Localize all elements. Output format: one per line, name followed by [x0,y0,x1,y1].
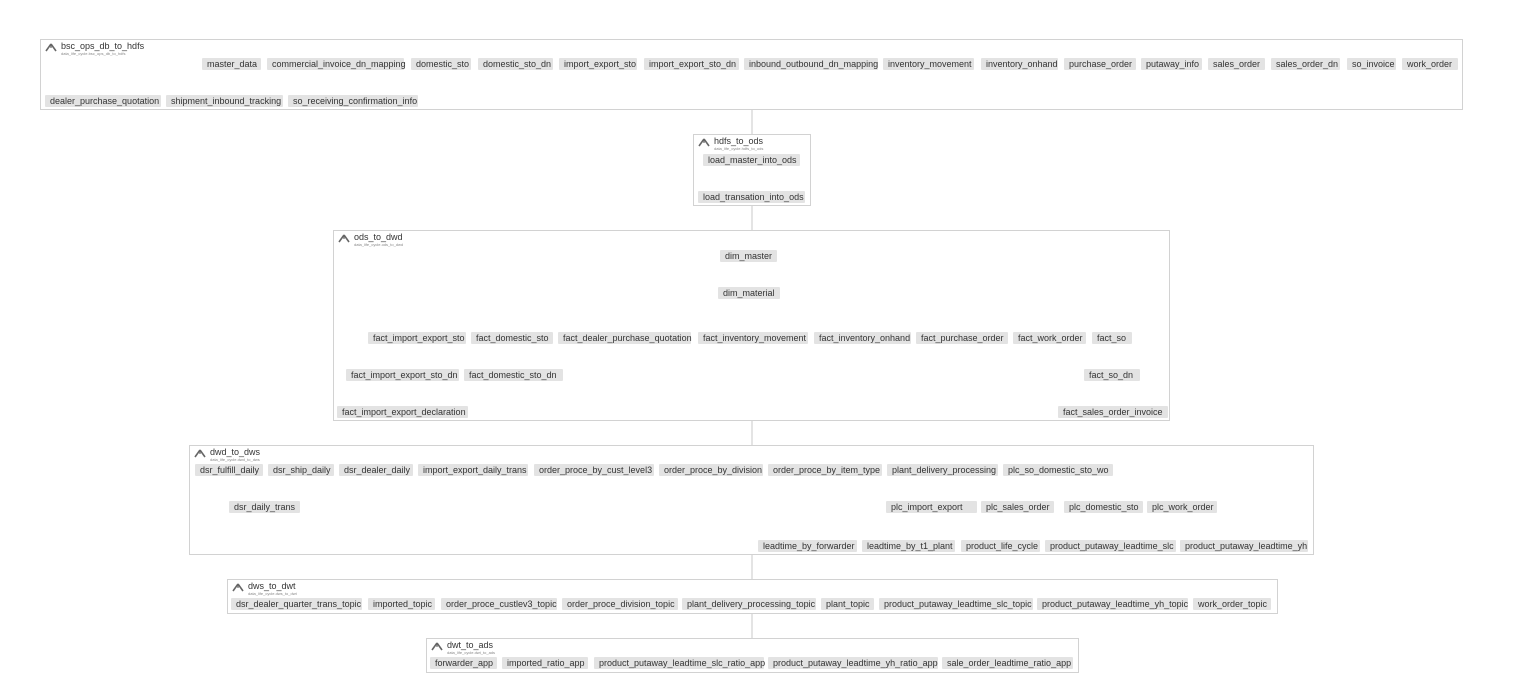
task-node-load-transation-into-ods[interactable]: load_transation_into_ods [698,191,805,203]
task-node-work-order[interactable]: work_order [1402,58,1458,70]
task-node-purchase-order[interactable]: purchase_order [1064,58,1136,70]
task-node-fact-domestic-sto[interactable]: fact_domestic_sto [471,332,553,344]
task-node-order-proce-by-cust-level3[interactable]: order_proce_by_cust_level3 [534,464,654,476]
task-node-fact-so[interactable]: fact_so [1092,332,1132,344]
task-node-plc-work-order[interactable]: plc_work_order [1147,501,1217,513]
task-node-putaway-info[interactable]: putaway_info [1141,58,1202,70]
group-subtitle: data_life_cycle.dws_to_dwt [248,591,297,596]
task-node-product-putaway-leadtime-slc-topic[interactable]: product_putaway_leadtime_slc_topic [879,598,1033,610]
task-node-fact-purchase-order[interactable]: fact_purchase_order [916,332,1008,344]
group-subtitle: data_life_cycle.hdfs_to_ods [714,146,764,151]
task-node-domestic-sto[interactable]: domestic_sto [411,58,471,70]
dag-icon [194,449,206,458]
task-node-forwarder-app[interactable]: forwarder_app [430,657,497,669]
task-node-import-export-daily-trans[interactable]: import_export_daily_trans [418,464,528,476]
task-node-shipment-inbound-tracking[interactable]: shipment_inbound_tracking [166,95,283,107]
task-node-dealer-purchase-quotation[interactable]: dealer_purchase_quotation [45,95,161,107]
task-node-import-export-sto[interactable]: import_export_sto [559,58,637,70]
task-node-plant-delivery-processing-topic[interactable]: plant_delivery_processing_topic [682,598,816,610]
task-node-plant-delivery-processing[interactable]: plant_delivery_processing [887,464,998,476]
task-node-product-putaway-leadtime-yh-topic[interactable]: product_putaway_leadtime_yh_topic [1037,598,1188,610]
task-node-dsr-dealer-quarter-trans-topic[interactable]: dsr_dealer_quarter_trans_topic [231,598,362,610]
group-subtitle: data_life_cycle.bsc_ops_db_to_hdfs [61,51,126,56]
task-node-commercial-invoice-dn-mapping[interactable]: commercial_invoice_dn_mapping [267,58,406,70]
dag-icon [232,583,244,592]
task-node-inventory-onhand[interactable]: inventory_onhand [981,58,1058,70]
group-subtitle: data_life_cycle.ods_to_dwd [354,242,404,247]
task-node-product-putaway-leadtime-yh[interactable]: product_putaway_leadtime_yh [1180,540,1308,552]
dag-icon [431,642,443,651]
task-node-master-data[interactable]: master_data [202,58,261,70]
group-subtitle: data_life_cycle.dwd_to_dws [210,457,260,462]
group-title: dwd_to_dws [210,447,261,457]
task-node-plant-topic[interactable]: plant_topic [821,598,874,610]
task-node-dsr-daily-trans[interactable]: dsr_daily_trans [229,501,300,513]
task-node-fact-import-export-sto-dn[interactable]: fact_import_export_sto_dn [346,369,459,381]
task-node-fact-import-export-sto[interactable]: fact_import_export_sto [368,332,466,344]
group-subtitle: data_life_cycle.dwt_to_ads [447,650,496,655]
task-node-fact-so-dn[interactable]: fact_so_dn [1084,369,1140,381]
task-node-product-life-cycle[interactable]: product_life_cycle [961,540,1040,552]
group-title: dwt_to_ads [447,640,494,650]
task-node-plc-import-export[interactable]: plc_import_export [886,501,977,513]
task-node-order-proce-division-topic[interactable]: order_proce_division_topic [562,598,678,610]
task-node-dsr-fulfill-daily[interactable]: dsr_fulfill_daily [195,464,263,476]
group-title: dws_to_dwt [248,581,296,591]
task-node-imported-topic[interactable]: imported_topic [368,598,435,610]
task-node-imported-ratio-app[interactable]: imported_ratio_app [502,657,588,669]
task-node-dim-material[interactable]: dim_material [718,287,780,299]
task-node-dsr-ship-daily[interactable]: dsr_ship_daily [268,464,334,476]
task-node-leadtime-by-forwarder[interactable]: leadtime_by_forwarder [758,540,857,552]
task-node-sales-order-dn[interactable]: sales_order_dn [1271,58,1340,70]
task-node-so-invoice[interactable]: so_invoice [1347,58,1396,70]
task-node-order-proce-by-division[interactable]: order_proce_by_division [659,464,763,476]
task-node-fact-dealer-purchase-quotation[interactable]: fact_dealer_purchase_quotation [558,332,692,344]
task-node-domestic-sto-dn[interactable]: domestic_sto_dn [478,58,553,70]
task-node-product-putaway-leadtime-slc-ratio-app[interactable]: product_putaway_leadtime_slc_ratio_app [594,657,765,669]
task-node-inbound-outbound-dn-mapping[interactable]: inbound_outbound_dn_mapping [744,58,878,70]
task-node-fact-domestic-sto-dn[interactable]: fact_domestic_sto_dn [464,369,563,381]
dag-icon [45,43,57,52]
task-node-sale-order-leadtime-ratio-app[interactable]: sale_order_leadtime_ratio_app [942,657,1073,669]
task-node-order-proce-by-item-type[interactable]: order_proce_by_item_type [768,464,882,476]
task-node-fact-inventory-onhand[interactable]: fact_inventory_onhand [814,332,911,344]
task-node-load-master-into-ods[interactable]: load_master_into_ods [703,154,800,166]
task-node-dsr-dealer-daily[interactable]: dsr_dealer_daily [339,464,413,476]
task-node-fact-sales-order-invoice[interactable]: fact_sales_order_invoice [1058,406,1168,418]
task-node-leadtime-by-t1-plant[interactable]: leadtime_by_t1_plant [862,540,955,552]
task-node-work-order-topic[interactable]: work_order_topic [1193,598,1271,610]
group-title: ods_to_dwd [354,232,403,242]
task-node-sales-order[interactable]: sales_order [1208,58,1265,70]
task-node-product-putaway-leadtime-slc[interactable]: product_putaway_leadtime_slc [1045,540,1176,552]
task-node-order-proce-custlev3-topic[interactable]: order_proce_custlev3_topic [441,598,557,610]
dag-icon [338,234,350,243]
task-node-inventory-movement[interactable]: inventory_movement [883,58,974,70]
task-node-dim-master[interactable]: dim_master [720,250,777,262]
task-node-import-export-sto-dn[interactable]: import_export_sto_dn [644,58,739,70]
task-node-fact-inventory-movement[interactable]: fact_inventory_movement [698,332,808,344]
task-node-plc-so-domestic-sto-wo[interactable]: plc_so_domestic_sto_wo [1003,464,1113,476]
group-title: hdfs_to_ods [714,136,764,146]
group-title: bsc_ops_db_to_hdfs [61,41,145,51]
task-node-fact-work-order[interactable]: fact_work_order [1013,332,1086,344]
dag-icon [698,138,710,147]
task-node-plc-domestic-sto[interactable]: plc_domestic_sto [1064,501,1143,513]
task-node-product-putaway-leadtime-yh-ratio-app[interactable]: product_putaway_leadtime_yh_ratio_app [768,657,938,669]
task-node-so-receiving-confirmation-info[interactable]: so_receiving_confirmation_info [288,95,418,107]
task-node-fact-import-export-declaration[interactable]: fact_import_export_declaration [337,406,468,418]
task-node-plc-sales-order[interactable]: plc_sales_order [981,501,1054,513]
